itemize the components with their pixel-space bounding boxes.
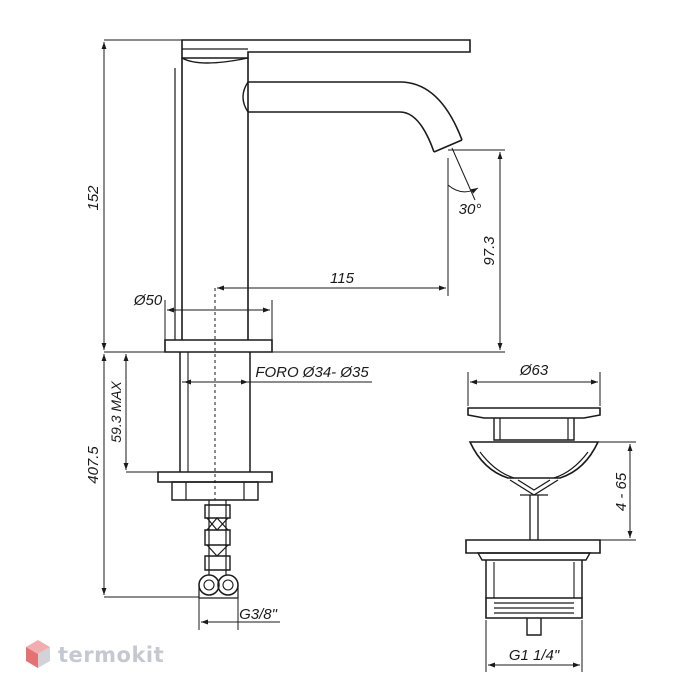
- termokit-cube-icon: [26, 640, 50, 668]
- faucet-body: [164, 39, 471, 353]
- dim-diameter-63: Ø63: [519, 362, 549, 379]
- drain-assembly: [465, 407, 601, 636]
- mounting-shank: [157, 352, 273, 501]
- dimension-lines: [101, 39, 636, 672]
- dim-59-3-max: 59.3 MAX: [108, 381, 124, 443]
- dim-hole-diameter: FORO Ø34- Ø35: [255, 364, 369, 381]
- flexible-hose: [198, 500, 239, 599]
- watermark-logo: termokit: [26, 640, 164, 668]
- dim-152: 152: [85, 185, 102, 211]
- dim-thread-g3-8: G3/8": [239, 606, 278, 623]
- dim-range-4-65: 4 - 65: [613, 472, 630, 511]
- dim-angle-30: 30°: [459, 201, 482, 218]
- dim-115: 115: [330, 270, 355, 287]
- dim-diameter-50: Ø50: [133, 292, 163, 309]
- watermark-text: termokit: [58, 643, 164, 667]
- dim-thread-g1-1-4: G1 1/4": [509, 647, 560, 664]
- dim-97-3: 97.3: [481, 236, 498, 266]
- dim-407-5: 407.5: [85, 446, 102, 484]
